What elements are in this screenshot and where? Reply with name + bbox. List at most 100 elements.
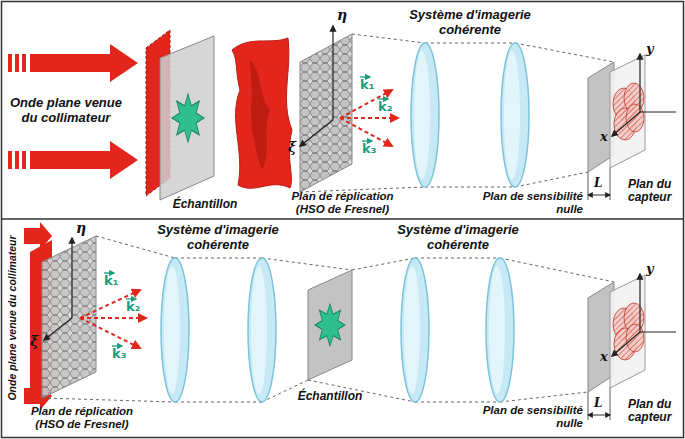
optical-axis — [640, 112, 676, 113]
lens — [248, 258, 276, 402]
diffracted-wave-arrow — [80, 317, 146, 319]
interference-pattern — [613, 303, 644, 360]
caption-label: Plan de sensibilité nulle — [468, 190, 583, 216]
diffracted-wave-arrow — [340, 117, 398, 119]
hatched-spot — [626, 104, 644, 132]
axis-label: L — [594, 177, 602, 190]
sensor-plane — [610, 275, 645, 388]
sample-plane — [160, 36, 214, 200]
beam-ray — [425, 187, 515, 188]
diffracted-wave-arrow — [80, 318, 140, 348]
wave-stripe — [8, 151, 12, 169]
wave-vector-label: k₃ — [112, 347, 126, 362]
y-axis — [639, 54, 640, 112]
caption-label: Plan de réplication (HSO de Fresnel) — [22, 405, 142, 431]
caption-label: Plan de sensibilité nulle — [468, 404, 583, 430]
axis-label: y — [646, 42, 654, 57]
beam-ray — [175, 402, 262, 403]
beam-ray — [425, 43, 515, 44]
panel-divider — [2, 218, 684, 220]
lens — [411, 43, 439, 187]
axis-label: η — [337, 8, 347, 24]
beam-ray — [96, 236, 175, 258]
sample-object — [172, 94, 204, 142]
beam-ray — [352, 34, 425, 43]
caption-label: Onde plane venue du collimateur — [5, 96, 127, 125]
beam-ray — [262, 258, 352, 270]
caption-label: Échantillon — [285, 390, 375, 403]
optical-axis — [640, 332, 676, 333]
caption-label: Onde plane venue du collimateur — [7, 235, 19, 400]
diffracted-wave-arrow — [340, 90, 392, 118]
y-axis — [639, 274, 640, 332]
beam-ray — [500, 258, 614, 282]
caption-label: Plan du capteur — [628, 398, 682, 425]
wave-stripe — [22, 151, 26, 169]
beam-arrow — [30, 44, 138, 82]
sample-object — [315, 304, 345, 346]
wave-stripe — [8, 54, 12, 72]
beam-ray — [500, 392, 588, 402]
lens-highlight — [489, 266, 505, 394]
wavefront-shading — [250, 60, 270, 170]
dimension-arrow — [588, 195, 610, 196]
wave-vector-label: k₁ — [104, 274, 118, 289]
lens — [486, 258, 514, 402]
beam-ray — [515, 43, 614, 62]
lens-highlight — [404, 266, 420, 394]
lens — [161, 258, 189, 402]
beam-ray — [42, 398, 175, 402]
caption-label: Système d'imagerie cohérente — [148, 223, 288, 252]
beam-ray — [415, 258, 500, 259]
xi-axis — [44, 318, 72, 340]
dimension-extension — [588, 172, 589, 200]
sample-plane — [308, 270, 352, 380]
wave-stripe — [15, 54, 19, 72]
x-axis — [612, 112, 640, 136]
lens-highlight — [251, 266, 267, 394]
axis-label: ξ — [30, 334, 38, 350]
wave-vector-label: k₃ — [362, 142, 376, 157]
beam-ray — [515, 172, 588, 187]
hatched-spot — [626, 324, 644, 352]
caption-label: Plan de réplication (HSO de Fresnel) — [280, 190, 405, 216]
beam-ray — [175, 258, 262, 259]
eta-axis — [332, 26, 333, 120]
axis-label: L — [594, 397, 602, 410]
xi-axis — [300, 120, 333, 146]
lens — [401, 258, 429, 402]
beam-outline — [42, 236, 614, 402]
wave-stripe — [22, 54, 26, 72]
beam-ray — [352, 258, 415, 270]
wave-vector-label: k₂ — [126, 300, 140, 315]
wave-stripe — [15, 151, 19, 169]
axis-label: y — [646, 262, 654, 277]
caption-label: Système d'imagerie cohérente — [400, 8, 540, 37]
beam-ray — [415, 402, 500, 403]
axis-label: ξ — [288, 140, 296, 156]
interference-pattern — [613, 83, 644, 140]
dimension-arrow — [588, 415, 610, 416]
fresnel-hologram-plane — [300, 34, 352, 192]
wave-vector-label: k₂ — [378, 100, 392, 115]
axis-label: x — [600, 350, 608, 365]
caption-label: Plan du capteur — [628, 178, 682, 205]
distorted-wavefront — [232, 38, 292, 188]
wave-vector-label: k₁ — [360, 78, 374, 93]
sensor-plane — [610, 55, 645, 168]
x-axis — [612, 332, 640, 356]
lens — [501, 43, 529, 187]
lens-highlight — [164, 266, 180, 394]
dimension-extension — [588, 392, 589, 420]
lens-highlight — [504, 51, 520, 179]
lens-highlight — [414, 51, 430, 179]
diffracted-wave-arrow — [80, 290, 140, 318]
eta-axis — [71, 238, 72, 318]
caption-label: Système d'imagerie cohérente — [388, 223, 528, 252]
axis-label: x — [600, 130, 608, 145]
caption-label: Échantillon — [160, 198, 250, 211]
axis-label: η — [76, 221, 86, 237]
